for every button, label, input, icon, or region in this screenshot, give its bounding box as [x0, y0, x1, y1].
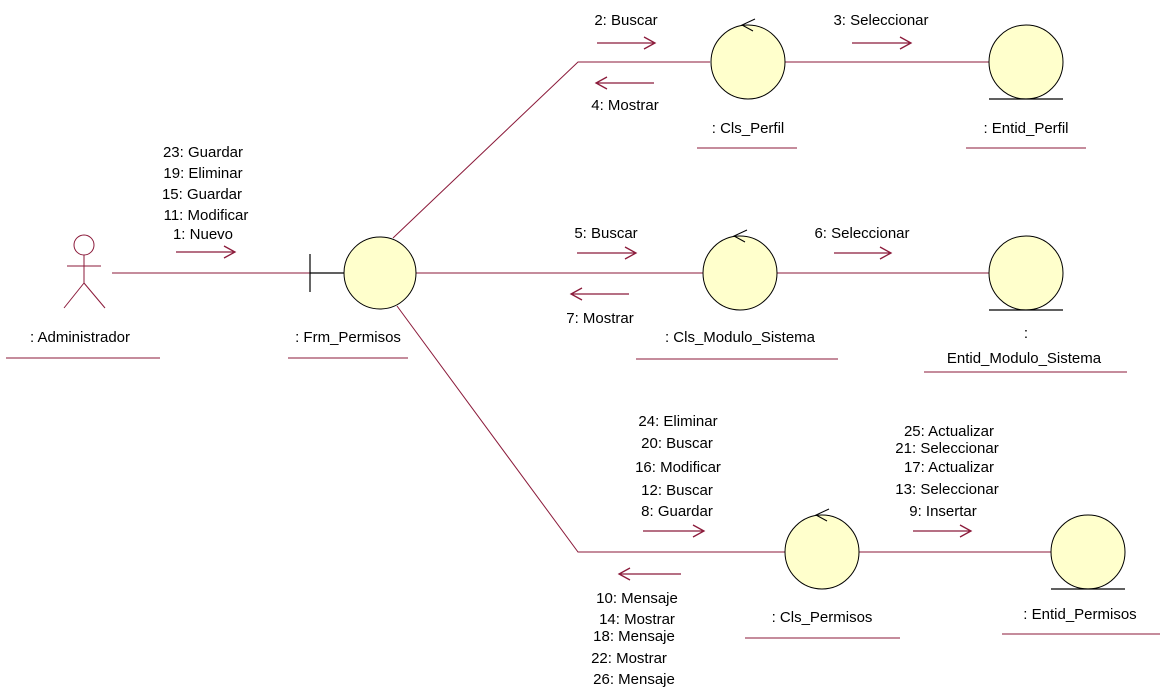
msg-permisos-form-4: 26: Mensaje — [593, 671, 675, 688]
entity-object-icon — [988, 24, 1064, 100]
msg-permisos-entity-2: 17: Actualizar — [904, 459, 994, 476]
boundary-label: : Frm_Permisos — [295, 329, 401, 346]
control-cls-perfil[interactable]: : Cls_Perfil — [697, 18, 797, 149]
msg-form-modulo: 5: Buscar — [574, 225, 637, 242]
msg-form-permisos-4: 8: Guardar — [641, 503, 713, 520]
msg-actor-form-2: 15: Guardar — [162, 186, 242, 203]
msg-permisos-form-3: 22: Mostrar — [591, 650, 667, 667]
entity-entid-perfil[interactable]: : Entid_Perfil — [966, 24, 1086, 149]
control-object-icon — [702, 229, 778, 311]
arrow-right-icon — [913, 524, 973, 538]
arrow-right-icon — [834, 246, 893, 260]
control-modulo-label: : Cls_Modulo_Sistema — [665, 329, 816, 346]
msg-form-permisos-2: 16: Modificar — [635, 459, 721, 476]
actor-label: : Administrador — [30, 329, 130, 346]
actor-administrador[interactable]: : Administrador — [6, 234, 160, 359]
entity-entid-permisos[interactable]: : Entid_Permisos — [1002, 514, 1160, 635]
msg-modulo-entity: 6: Seleccionar — [814, 225, 909, 242]
msg-actor-form-4: 1: Nuevo — [173, 226, 233, 243]
control-permisos-label: : Cls_Permisos — [772, 609, 873, 626]
msg-form-permisos-0: 24: Eliminar — [638, 413, 717, 430]
entity-modulo-label: Entid_Modulo_Sistema — [947, 350, 1102, 367]
msg-permisos-entity-4: 9: Insertar — [909, 503, 977, 520]
arrow-right-icon — [643, 524, 706, 538]
arrow-right-icon — [597, 36, 657, 50]
msg-modulo-form: 7: Mostrar — [566, 310, 634, 327]
entity-entid-modulo-sistema[interactable]: : Entid_Modulo_Sistema — [924, 235, 1127, 373]
msg-actor-form-0: 23: Guardar — [163, 144, 243, 161]
boundary-frm-permisos[interactable]: : Frm_Permisos — [288, 236, 417, 359]
stick-figure-actor-icon — [63, 234, 106, 309]
arrow-right-icon — [852, 36, 913, 50]
arrow-left-icon — [569, 287, 629, 301]
entity-modulo-colon: : — [1024, 325, 1028, 342]
msg-permisos-entity-0: 25: Actualizar — [904, 423, 994, 440]
msg-permisos-entity-1: 21: Seleccionar — [895, 440, 998, 457]
msg-actor-form-3: 11: Modificar — [164, 207, 249, 224]
links — [112, 61, 1052, 553]
msg-permisos-entity-3: 13: Seleccionar — [895, 481, 998, 498]
arrow-left-icon — [617, 567, 681, 581]
entity-object-icon — [988, 235, 1064, 311]
msg-permisos-form-0: 10: Mensaje — [596, 590, 678, 607]
boundary-object-icon — [309, 236, 417, 310]
control-object-icon — [784, 508, 860, 590]
msg-form-permisos-3: 12: Buscar — [641, 482, 713, 499]
msg-perfil-entity: 3: Seleccionar — [833, 12, 928, 29]
msg-permisos-form-2: 18: Mensaje — [593, 628, 675, 645]
entity-object-icon — [1050, 514, 1126, 590]
msg-form-perfil: 2: Buscar — [594, 12, 657, 29]
control-perfil-label: : Cls_Perfil — [712, 120, 785, 137]
control-cls-permisos[interactable]: : Cls_Permisos — [745, 508, 900, 639]
message-arrows — [176, 36, 973, 581]
message-labels: 23: Guardar 19: Eliminar 15: Guardar 11:… — [162, 12, 999, 688]
msg-permisos-form-1: 14: Mostrar — [599, 611, 675, 628]
arrow-right-icon — [577, 246, 638, 260]
link-form-perfil — [392, 61, 710, 239]
msg-perfil-form: 4: Mostrar — [591, 97, 659, 114]
arrow-right-icon — [176, 245, 237, 259]
entity-perfil-label: : Entid_Perfil — [983, 120, 1068, 137]
control-cls-modulo-sistema[interactable]: : Cls_Modulo_Sistema — [636, 229, 838, 360]
msg-actor-form-1: 19: Eliminar — [163, 165, 242, 182]
control-object-icon — [710, 18, 786, 100]
arrow-left-icon — [594, 76, 654, 90]
msg-form-permisos-1: 20: Buscar — [641, 435, 713, 452]
entity-permisos-label: : Entid_Permisos — [1023, 606, 1136, 623]
link-form-permisos — [396, 305, 788, 553]
